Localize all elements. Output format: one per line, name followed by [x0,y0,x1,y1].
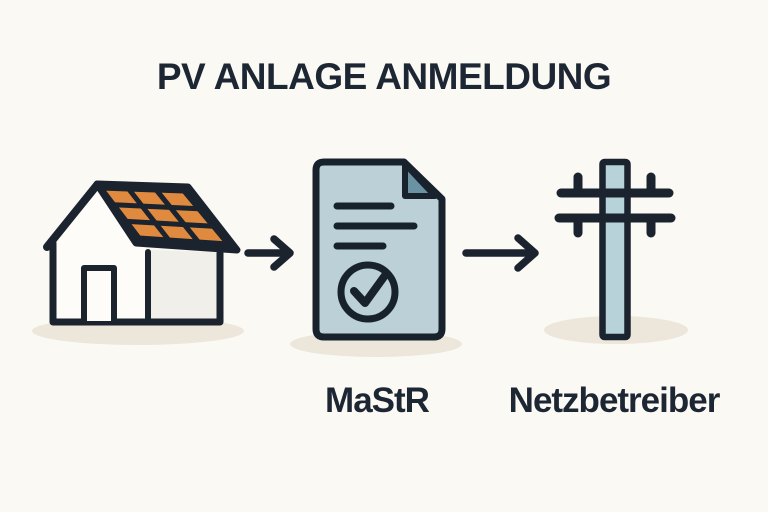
house-front-wall [53,185,148,322]
document-fold-corner [402,161,438,199]
check-circle [337,261,399,323]
document-checkmark-icon [312,158,446,341]
label-netzbetreiber: Netzbetreiber [508,381,721,420]
arrow-house-to-mastr-icon [244,235,294,271]
pole-mast [599,158,631,341]
house-wall-outline [49,239,224,326]
arrow-mastr-to-netzbetreiber-icon [462,234,539,272]
roof-left-edge [43,181,101,251]
label-mastr: MaStR [325,381,430,420]
document-text-lines [333,202,418,250]
house-with-solar-panels-icon [43,180,241,326]
utility-pole-icon [554,158,676,341]
pole-crossarms [554,172,676,238]
house-side-wall [148,250,220,322]
solar-panel-grid [111,186,216,245]
checkmark-icon [350,270,390,307]
page-title: PV ANLAGE ANMELDUNG [156,56,612,97]
house-door [81,265,117,324]
